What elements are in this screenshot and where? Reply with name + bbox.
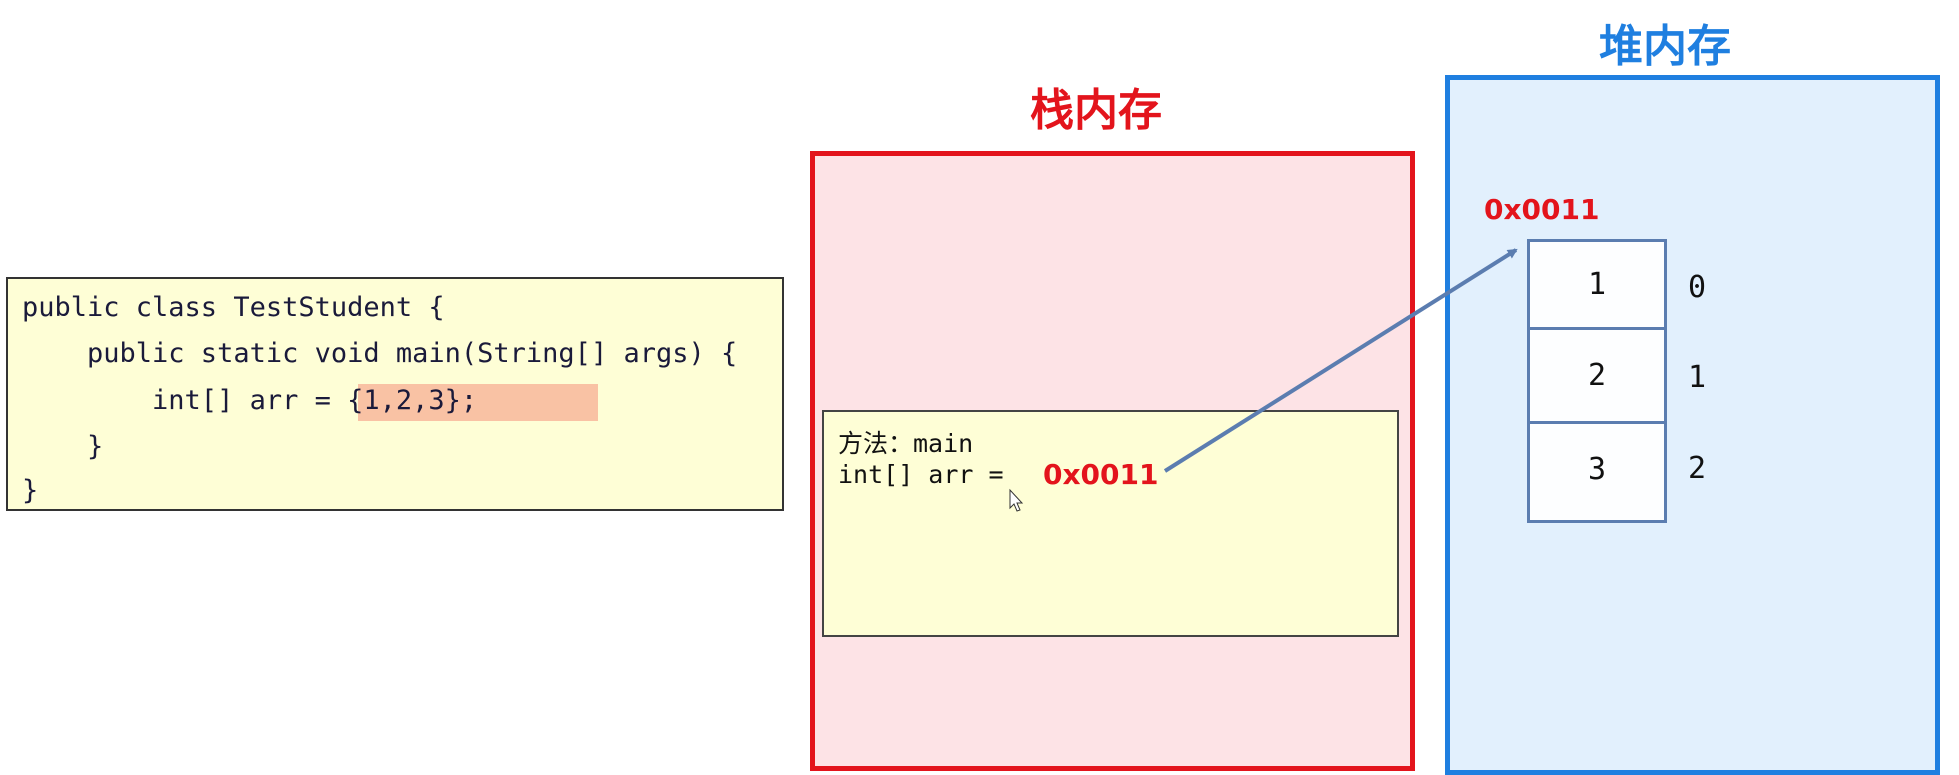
array-cell: 2 [1527, 327, 1667, 424]
code-line: } [22, 431, 104, 462]
heap-address: 0x0011 [1484, 193, 1600, 226]
arrow-line [1163, 248, 1518, 473]
array-index: 2 [1688, 451, 1707, 486]
array-index: 1 [1688, 360, 1707, 395]
stack-var-arr: int[] arr = [838, 460, 1004, 489]
reference-arrow [1009, 248, 1518, 512]
heap-title: 堆内存 [1599, 21, 1731, 72]
stack-title: 栈内存 [1030, 85, 1162, 136]
mouse-pointer-icon [1009, 488, 1024, 512]
frame-method-label: 方法：main [838, 429, 974, 458]
code-line: public static void main(String[] args) { [22, 338, 738, 369]
array-cell: 3 [1527, 421, 1667, 523]
code-line: } [22, 475, 39, 506]
code-panel: public class TestStudent { public static… [6, 277, 784, 511]
array-index: 0 [1688, 270, 1707, 305]
code-highlight [358, 384, 598, 421]
code-line: int[] arr = {1,2,3}; [22, 385, 478, 416]
main-method-frame [822, 410, 1399, 637]
stack-var-value: 0x0011 [1043, 458, 1159, 491]
code-line: public class TestStudent { [22, 292, 445, 323]
